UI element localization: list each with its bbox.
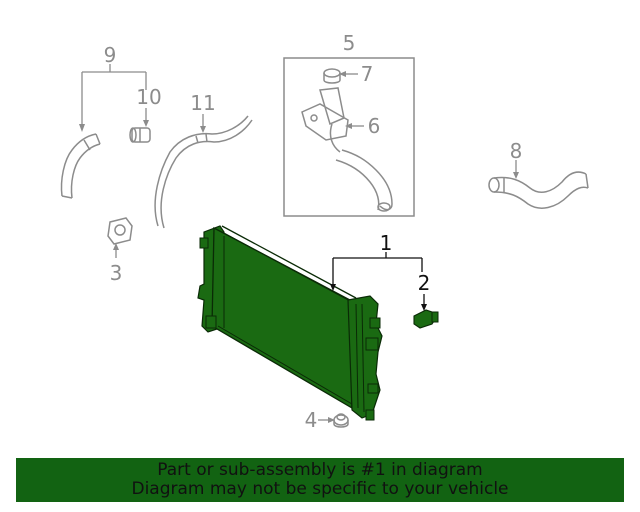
callout-11-leader [200, 114, 206, 133]
callout-7-leader [339, 71, 358, 77]
callout-9: 9 [104, 43, 117, 67]
drain-plug-part-2[interactable] [413, 309, 439, 329]
radiator-part-1[interactable] [197, 225, 383, 421]
callout-8-leader [513, 160, 519, 179]
callout-5: 5 [343, 31, 356, 55]
reservoir-part-6[interactable] [301, 87, 393, 212]
mount-bracket-part-3[interactable] [107, 217, 133, 245]
callout-11: 11 [190, 91, 215, 115]
hose-connector-part-10[interactable] [129, 127, 151, 143]
callout-6: 6 [368, 114, 381, 138]
callout-4: 4 [305, 408, 318, 432]
callout-1: 1 [380, 231, 393, 255]
callout-7: 7 [361, 62, 374, 86]
callout-9-leader [79, 64, 147, 132]
callout-1-leader [330, 252, 423, 291]
banner-line-1: Part or sub-assembly is #1 in diagram [157, 460, 483, 480]
callout-10: 10 [136, 85, 161, 109]
lower-hose-part-8[interactable] [488, 171, 589, 209]
reservoir-assembly-box-part-5[interactable] [283, 57, 415, 217]
callout-6-leader [345, 123, 364, 129]
callout-3: 3 [110, 261, 123, 285]
callout-4-leader [318, 417, 335, 423]
callout-10-leader [143, 108, 149, 127]
info-banner: Part or sub-assembly is #1 in diagram Di… [16, 458, 624, 502]
callout-8: 8 [510, 139, 523, 163]
reservoir-cap-part-7[interactable] [323, 68, 341, 84]
parts-diagram: 9 10 11 3 5 7 [60, 31, 589, 432]
banner-line-2: Diagram may not be specific to your vehi… [131, 479, 509, 499]
callout-2-leader [421, 294, 427, 311]
grommet-part-4[interactable] [333, 413, 349, 428]
callout-2: 2 [418, 271, 431, 295]
upper-hose-part-9[interactable] [60, 133, 101, 199]
overflow-hose-part-11[interactable] [154, 115, 253, 229]
callout-3-leader [113, 243, 119, 258]
